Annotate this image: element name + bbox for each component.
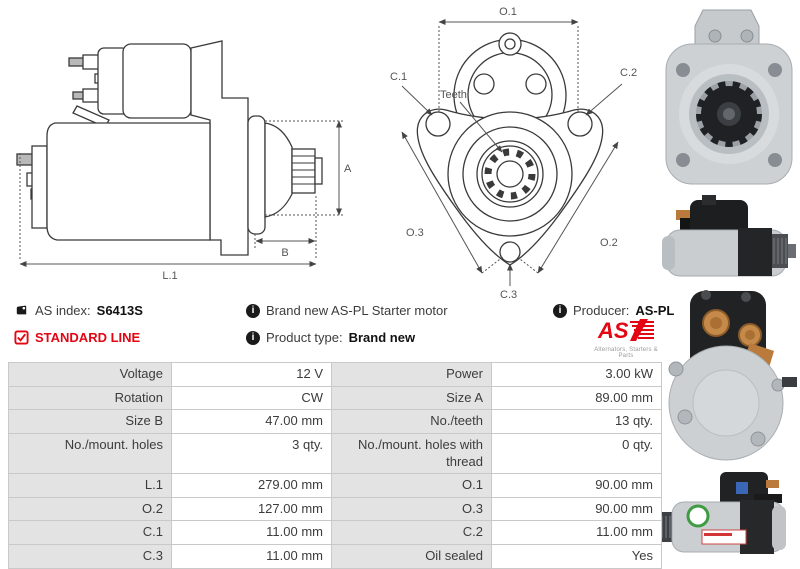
product-type-value: Brand new — [348, 330, 416, 345]
photo-front-view — [665, 9, 793, 185]
product-type-label: Product type: — [266, 330, 343, 345]
teeth-label: Teeth — [440, 89, 467, 101]
spec-label: C.3 — [8, 544, 172, 569]
spec-value: 13 qty. — [491, 409, 662, 434]
spec-label: O.3 — [331, 496, 492, 522]
table-row: No./mount. holes 3 qty. No./mount. holes… — [8, 432, 662, 475]
brand-logo: AS Alternators, Starters & Parts — [592, 318, 660, 359]
spec-value: 47.00 mm — [171, 409, 332, 434]
spec-value: 127.00 mm — [171, 496, 332, 522]
spec-label: O.1 — [331, 473, 492, 498]
description-row: i Brand new AS-PL Starter motor — [246, 303, 448, 318]
as-index-row: AS index: S6413S — [14, 303, 143, 318]
table-row: O.2 127.00 mm O.3 90.00 mm — [8, 496, 662, 522]
standard-line-row: STANDARD LINE — [14, 330, 140, 345]
table-row: C.1 11.00 mm C.2 11.00 mm — [8, 520, 662, 545]
spec-value: 0 qty. — [491, 432, 662, 475]
spec-label: Rotation — [8, 385, 172, 411]
info-icon: i — [246, 303, 260, 318]
spec-value: 11.00 mm — [491, 520, 662, 545]
gear-teeth — [484, 148, 536, 200]
standard-line-badge: STANDARD LINE — [35, 330, 141, 345]
spec-label: Size A — [331, 385, 492, 411]
spec-value: 89.00 mm — [491, 385, 662, 411]
side-view-drawing: A B L.1 — [16, 40, 352, 282]
as-index-label: AS index: — [35, 303, 91, 318]
spec-value: 11.00 mm — [171, 544, 332, 569]
spec-value: 12 V — [171, 362, 332, 387]
dim-label-a: A — [344, 163, 352, 175]
spec-value: CW — [171, 385, 332, 411]
spec-label: Oil sealed — [331, 544, 492, 569]
tag-icon — [16, 305, 27, 315]
spec-value: 90.00 mm — [491, 473, 662, 498]
spec-label: Voltage — [8, 362, 172, 387]
producer-value: AS-PL — [635, 303, 675, 318]
spec-label: C.1 — [8, 520, 172, 545]
as-index-value: S6413S — [96, 303, 143, 318]
table-row: L.1 279.00 mm O.1 90.00 mm — [8, 473, 662, 498]
spec-value: Yes — [491, 544, 662, 569]
dim-label-b: B — [281, 247, 288, 259]
spec-label: No./teeth — [331, 409, 492, 434]
producer-label: Producer: — [573, 303, 630, 318]
spec-label: No./mount. holes — [8, 432, 172, 475]
as-pl-logo-icon: AS — [597, 318, 654, 343]
spec-label: Size B — [8, 409, 172, 434]
spec-label: C.2 — [331, 520, 492, 545]
table-row: Size B 47.00 mm No./teeth 13 qty. — [8, 409, 662, 434]
front-view-drawing: O.1 C.1 C.2 Teeth O.3 O.2 C.3 — [390, 6, 637, 298]
table-row: Voltage 12 V Power 3.00 kW — [8, 362, 662, 387]
logo-tagline: Alternators, Starters & Parts — [594, 347, 658, 359]
spec-value: 3.00 kW — [491, 362, 662, 387]
dim-label-c3: C.3 — [500, 289, 517, 298]
product-type-row: i Product type: Brand new — [246, 330, 415, 345]
table-row: C.3 11.00 mm Oil sealed Yes — [8, 544, 662, 569]
info-icon: i — [553, 303, 567, 318]
dim-label-c1: C.1 — [390, 71, 407, 83]
spec-label: L.1 — [8, 473, 172, 498]
logo-as-text: AS — [597, 318, 629, 342]
dim-label-l1: L.1 — [162, 270, 177, 282]
spec-value: 90.00 mm — [491, 496, 662, 522]
spec-table: Voltage 12 V Power 3.00 kW Rotation CW S… — [8, 362, 662, 569]
spec-label: Power — [331, 362, 492, 387]
photo-side-view — [662, 195, 796, 277]
spec-value: 3 qty. — [171, 432, 332, 475]
spec-label: No./mount. holes with thread — [331, 432, 492, 475]
spec-value: 279.00 mm — [171, 473, 332, 498]
table-row: Rotation CW Size A 89.00 mm — [8, 385, 662, 411]
spec-label: O.2 — [8, 496, 172, 522]
dim-label-c2: C.2 — [620, 67, 637, 79]
dim-label-o2: O.2 — [600, 237, 618, 249]
photo-side-view-2 — [658, 472, 786, 554]
photo-solenoid-view — [668, 290, 797, 461]
spec-value: 11.00 mm — [171, 520, 332, 545]
producer-row: i Producer: AS-PL — [553, 303, 674, 318]
dim-label-o1: O.1 — [499, 6, 517, 18]
info-icon: i — [246, 330, 260, 345]
checkbox-icon — [14, 330, 29, 345]
product-description: Brand new AS-PL Starter motor — [266, 303, 448, 318]
dim-label-o3: O.3 — [406, 227, 424, 239]
